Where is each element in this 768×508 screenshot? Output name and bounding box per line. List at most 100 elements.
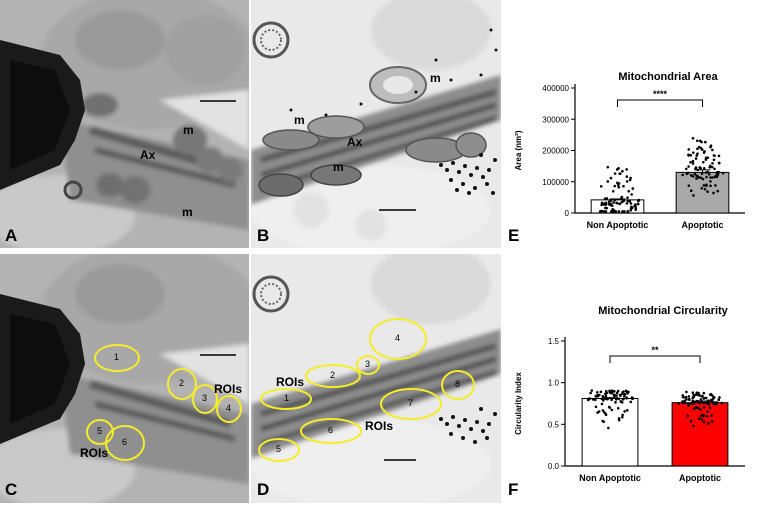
data-point xyxy=(702,406,706,409)
y-tick-label: 0.0 xyxy=(548,462,560,471)
data-point xyxy=(687,154,691,157)
data-point xyxy=(629,208,633,212)
data-point xyxy=(692,424,695,428)
data-point xyxy=(684,167,688,171)
data-point xyxy=(623,394,626,398)
data-point xyxy=(706,170,709,174)
data-point xyxy=(625,396,629,400)
data-point xyxy=(698,139,702,143)
data-point xyxy=(591,398,595,401)
data-point xyxy=(705,175,708,179)
data-point xyxy=(700,418,704,421)
data-point xyxy=(629,202,633,205)
panel-label-f: F xyxy=(508,480,519,499)
data-point xyxy=(618,202,622,206)
data-point xyxy=(700,186,704,190)
data-point xyxy=(695,174,698,177)
data-point xyxy=(717,170,720,174)
data-point xyxy=(690,174,693,177)
data-point xyxy=(716,173,720,176)
rois-label: ROIs xyxy=(214,382,243,396)
data-point xyxy=(594,394,598,398)
data-point xyxy=(711,400,715,403)
data-point xyxy=(598,393,601,397)
data-point xyxy=(613,184,617,188)
data-points xyxy=(681,136,725,197)
data-point xyxy=(601,409,605,412)
significance-bracket xyxy=(609,355,701,363)
data-point xyxy=(699,176,703,180)
data-point xyxy=(612,393,616,397)
data-point xyxy=(594,405,598,409)
data-point xyxy=(621,413,624,417)
data-point xyxy=(628,178,632,182)
data-point xyxy=(623,410,626,413)
data-points xyxy=(677,390,724,428)
data-point xyxy=(682,395,685,399)
rois-label: ROIs xyxy=(276,375,305,389)
data-point xyxy=(636,202,640,206)
data-point xyxy=(721,171,725,175)
data-point xyxy=(695,177,698,180)
data-point xyxy=(607,200,611,204)
data-point xyxy=(696,152,699,155)
data-point xyxy=(709,184,712,188)
data-point xyxy=(708,393,712,396)
y-axis-label: Area (nm²) xyxy=(514,130,523,170)
data-point xyxy=(712,395,715,399)
data-point xyxy=(683,401,687,405)
y-tick-label: 300000 xyxy=(542,115,569,124)
data-point xyxy=(691,159,695,163)
data-point xyxy=(617,185,621,189)
roi-number: 4 xyxy=(395,333,401,343)
data-point xyxy=(691,162,695,165)
panel-label-a: A xyxy=(5,226,18,245)
data-point xyxy=(604,392,607,396)
data-point xyxy=(616,389,620,393)
data-point xyxy=(681,173,684,177)
data-point xyxy=(698,394,701,397)
data-point xyxy=(630,193,633,196)
data-point xyxy=(717,161,721,165)
data-point xyxy=(701,177,705,181)
x-tick-label: Apoptotic xyxy=(682,220,724,230)
data-point xyxy=(613,389,616,393)
data-point xyxy=(606,397,609,401)
data-point xyxy=(691,396,694,400)
data-point xyxy=(631,187,635,190)
data-point xyxy=(623,210,626,213)
data-point xyxy=(686,414,690,418)
data-point xyxy=(607,202,611,206)
roi-number: 1 xyxy=(114,352,120,362)
data-point xyxy=(600,402,604,406)
data-point xyxy=(610,398,613,402)
panel-label-c: C xyxy=(5,480,18,499)
panel-label-e: E xyxy=(508,226,520,245)
data-point xyxy=(604,412,607,415)
annotation-mitochondrion: m xyxy=(333,160,344,174)
data-point xyxy=(706,410,709,414)
data-point xyxy=(711,176,714,179)
data-point xyxy=(614,401,617,404)
data-point xyxy=(697,406,700,410)
data-point xyxy=(714,184,717,187)
data-point xyxy=(709,145,712,149)
data-point xyxy=(626,196,629,200)
data-point xyxy=(626,199,630,203)
data-point xyxy=(625,202,629,205)
data-point xyxy=(626,210,629,213)
data-point xyxy=(621,392,624,396)
data-point xyxy=(695,391,699,394)
panel-label-b: B xyxy=(257,226,270,245)
chart-title: Mitochondrial Area xyxy=(618,71,718,83)
data-point xyxy=(612,208,615,212)
data-point xyxy=(691,136,695,140)
data-point xyxy=(717,398,720,401)
data-point xyxy=(703,150,706,153)
data-point xyxy=(625,180,629,183)
data-point xyxy=(702,396,706,400)
micrograph-panel-b: Ax m m m B xyxy=(251,0,501,248)
data-point xyxy=(621,199,625,203)
data-point xyxy=(622,390,625,393)
